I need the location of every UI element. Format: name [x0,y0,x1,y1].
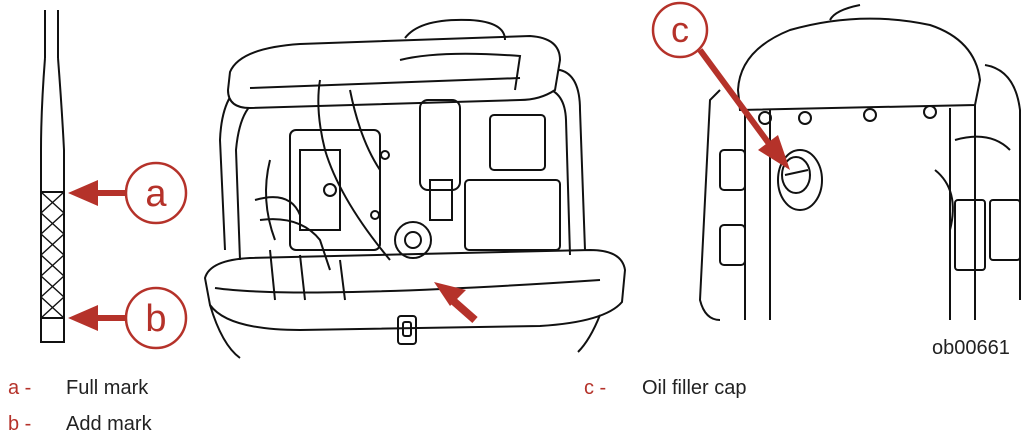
legend-key: c - [584,377,607,399]
reference-id: ob00661 [932,337,1010,359]
legend-item-c: c - Oil filler cap [584,377,746,400]
outboard-engine-illustration [203,18,627,359]
callout-b-label: b [145,298,166,340]
callout-c: c [651,1,790,170]
callout-c-label: c [671,9,689,50]
legend-text: Oil filler cap [642,377,747,399]
legend-item-b: b - Add mark [8,413,152,436]
legend-key: a - [8,377,32,399]
oil-filler-view-illustration [698,4,1021,321]
legend-item-a: a - Full mark [8,377,148,400]
legend-text: Full mark [66,377,149,399]
callout-a: a [68,161,188,225]
dipstick-illustration [40,10,65,343]
legend-text: Add mark [66,413,152,435]
dipstick-location-arrow [434,282,478,324]
legend-key: b - [8,413,32,435]
callout-a-label: a [145,173,167,215]
callout-b: b [68,286,188,350]
